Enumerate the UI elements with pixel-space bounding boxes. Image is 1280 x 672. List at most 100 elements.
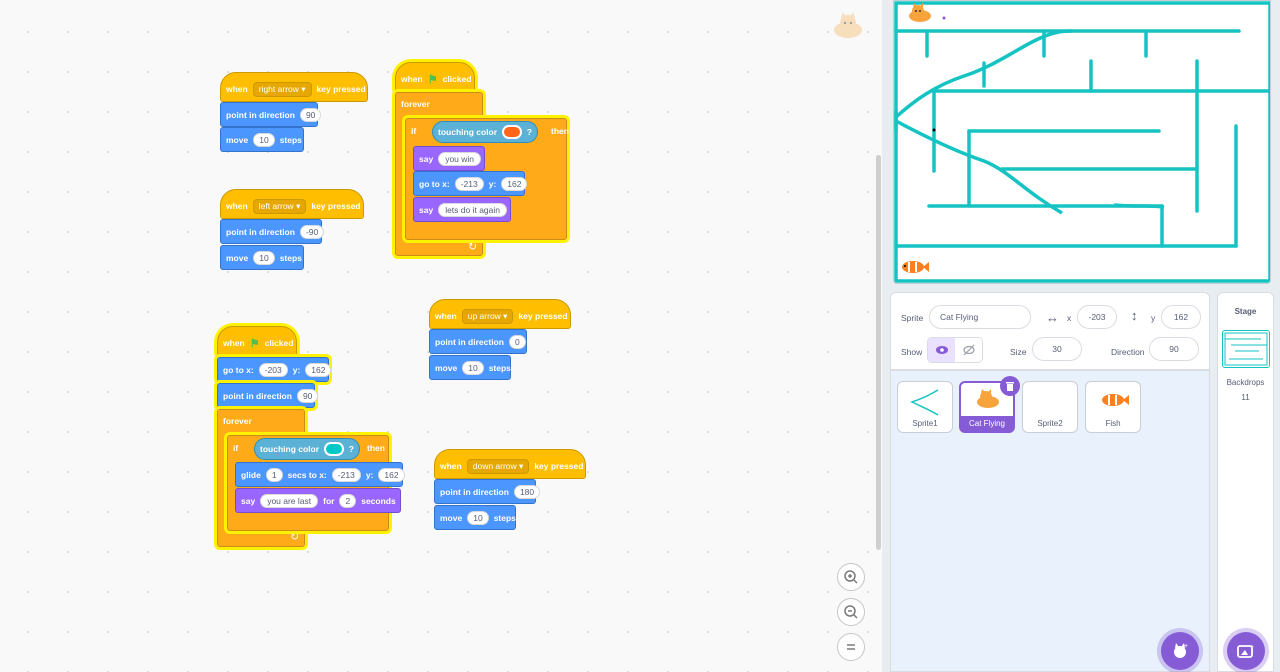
x-input[interactable]: -203	[258, 362, 288, 377]
zoom-reset-button[interactable]	[837, 633, 865, 661]
steps-label: steps	[279, 134, 302, 145]
move-steps-block[interactable]: move 10 steps	[220, 127, 304, 152]
key-pressed-label: key pressed	[534, 461, 584, 471]
zoom-in-button[interactable]	[837, 563, 865, 591]
zoom-in-icon	[844, 570, 858, 584]
stage-canvas[interactable]	[893, 0, 1271, 284]
sprite-tile-label: Cat Flying	[961, 416, 1013, 431]
color-swatch[interactable]	[324, 442, 344, 456]
when-key-pressed-hat[interactable]: when down arrow ▾ key pressed	[434, 449, 586, 479]
steps-input[interactable]: 10	[253, 132, 275, 147]
key-dropdown-value: down arrow	[472, 460, 517, 471]
x-input[interactable]: -203	[1077, 305, 1117, 329]
key-pressed-label: key pressed	[316, 84, 366, 94]
delete-sprite-button[interactable]	[1000, 376, 1020, 396]
eye-icon	[935, 346, 948, 354]
move-steps-block[interactable]: move 10 steps	[429, 355, 511, 380]
steps-input[interactable]: 10	[462, 360, 484, 375]
steps-label: steps	[279, 252, 302, 263]
x-input[interactable]: -213	[331, 467, 361, 482]
say-text-input[interactable]: you win	[438, 151, 482, 166]
key-dropdown[interactable]: up arrow ▾	[461, 308, 514, 324]
code-workspace[interactable]: when right arrow ▾ key pressed point in …	[0, 0, 882, 672]
say-label: say	[419, 204, 434, 215]
glide-to-xy-block[interactable]: glide 1 secs to x: -213 y: 162	[235, 462, 405, 487]
key-dropdown[interactable]: right arrow ▾	[252, 81, 312, 97]
key-dropdown[interactable]: down arrow ▾	[466, 458, 530, 474]
say-text-input[interactable]: you are last	[260, 493, 319, 508]
y-input[interactable]: 162	[378, 467, 405, 482]
point-in-direction-block[interactable]: point in direction -90	[220, 219, 325, 244]
sprite-tile-sprite2[interactable]: Sprite2	[1022, 381, 1078, 433]
eye-slash-icon	[962, 344, 975, 356]
y-input[interactable]: 162	[1161, 305, 1201, 329]
sprite-tile-fish[interactable]: Fish	[1085, 381, 1141, 433]
move-label: move	[440, 512, 463, 523]
y-position-icon: ↕	[1131, 308, 1138, 323]
say-block[interactable]: say you win	[413, 146, 485, 171]
forever-label: forever	[223, 416, 252, 426]
choose-backdrop-button[interactable]: +	[1227, 632, 1265, 670]
point-in-direction-block[interactable]: point in direction 90	[217, 383, 319, 408]
point-in-direction-block[interactable]: point in direction 180	[434, 479, 541, 504]
key-pressed-label: key pressed	[518, 311, 568, 321]
point-in-direction-label: point in direction	[223, 390, 292, 401]
size-input[interactable]: 30	[1032, 337, 1082, 361]
choose-sprite-button[interactable]: +	[1161, 632, 1199, 670]
y-input[interactable]: 162	[305, 362, 332, 377]
visibility-toggle	[927, 337, 983, 363]
touching-color-block[interactable]: touching color ?	[254, 438, 360, 460]
direction-input[interactable]: 90	[1149, 337, 1199, 361]
point-in-direction-block[interactable]: point in direction 90	[220, 102, 322, 127]
color-swatch[interactable]	[502, 125, 522, 139]
zoom-out-button[interactable]	[837, 598, 865, 626]
say-text-input[interactable]: lets do it again	[438, 202, 508, 217]
hide-button[interactable]	[955, 338, 982, 362]
y-input[interactable]: 162	[501, 176, 528, 191]
if-label: if	[411, 126, 417, 136]
direction-input[interactable]: 180	[513, 484, 541, 499]
sprite-name-input[interactable]: Cat Flying	[929, 305, 1031, 329]
show-label: Show	[901, 347, 923, 357]
when-key-pressed-hat[interactable]: when up arrow ▾ key pressed	[429, 299, 571, 329]
say-block[interactable]: say lets do it again	[413, 197, 511, 222]
when-key-pressed-hat[interactable]: when right arrow ▾ key pressed	[220, 72, 368, 102]
direction-input[interactable]: -90	[299, 224, 325, 239]
when-flag-clicked-hat[interactable]: when ⚑ clicked	[395, 62, 475, 92]
maze-backdrop	[894, 1, 1270, 283]
zoom-out-icon	[844, 605, 858, 619]
workspace-scrollbar[interactable]	[876, 155, 881, 550]
sprite-tile-cat-flying[interactable]: Cat Flying	[959, 376, 1020, 433]
steps-input[interactable]: 10	[467, 510, 489, 525]
sprite-watermark-cat-icon	[834, 12, 862, 38]
loop-arrow-icon: ↻	[290, 531, 300, 543]
question-label: ?	[526, 127, 532, 137]
touching-color-block[interactable]: touching color ?	[432, 121, 538, 143]
steps-input[interactable]: 10	[253, 250, 275, 265]
clicked-label: clicked	[442, 74, 472, 84]
point-in-direction-block[interactable]: point in direction 0	[429, 329, 527, 354]
if-label: if	[233, 443, 239, 453]
for-label: for	[323, 495, 335, 506]
direction-input[interactable]: 0	[508, 334, 526, 349]
stage-target-panel[interactable]: Stage Backdrops 11	[1217, 292, 1274, 672]
say-for-secs-block[interactable]: say you are last for 2 seconds	[235, 488, 401, 513]
go-to-xy-block[interactable]: go to x: -203 y: 162	[217, 357, 332, 382]
fish-sprite-icon	[902, 261, 929, 273]
move-steps-block[interactable]: move 10 steps	[220, 245, 304, 270]
secs-input[interactable]: 1	[265, 467, 283, 482]
line-sprite-thumbnail	[910, 389, 939, 416]
direction-input[interactable]: 90	[296, 388, 319, 403]
go-to-xy-block[interactable]: go to x: -213 y: 162	[413, 171, 528, 196]
x-input[interactable]: -213	[454, 176, 484, 191]
direction-input[interactable]: 90	[299, 107, 322, 122]
glide-label: glide	[241, 469, 261, 480]
seconds-input[interactable]: 2	[339, 493, 357, 508]
move-steps-block[interactable]: move 10 steps	[434, 505, 516, 530]
backdrop-thumbnail[interactable]	[1221, 330, 1270, 368]
sprite-tile-sprite1[interactable]: Sprite1	[897, 381, 953, 433]
key-dropdown[interactable]: left arrow ▾	[252, 198, 307, 214]
show-button[interactable]	[928, 338, 955, 362]
when-key-pressed-hat[interactable]: when left arrow ▾ key pressed	[220, 189, 364, 219]
when-flag-clicked-hat[interactable]: when ⚑ clicked	[217, 326, 297, 356]
